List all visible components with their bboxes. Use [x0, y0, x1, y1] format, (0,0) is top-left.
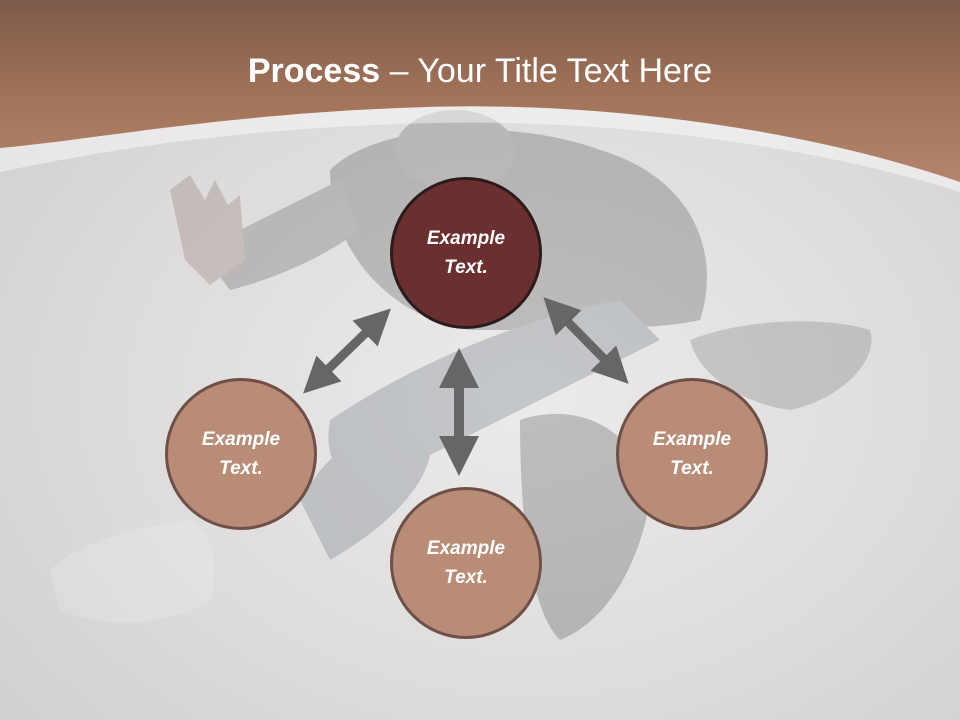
process-node-top[interactable]: Example Text. [390, 177, 542, 329]
page-title: Process – Your Title Text Here [0, 52, 960, 91]
process-node-left[interactable]: Example Text. [165, 378, 317, 530]
process-node-right[interactable]: Example Text. [616, 378, 768, 530]
arrow-top-left [303, 308, 391, 394]
process-node-left-label: Example Text. [201, 429, 281, 479]
title-rest: – Your Title Text Here [380, 52, 713, 90]
process-node-bottom-label: Example Text. [426, 538, 506, 588]
process-node-right-label: Example Text. [652, 429, 732, 479]
process-node-bottom[interactable]: Example Text. [390, 487, 542, 639]
process-node-top-label: Example Text. [426, 228, 506, 278]
header-band [0, 0, 960, 192]
title-bold: Process [247, 52, 381, 90]
arrow-top-right [543, 297, 629, 384]
